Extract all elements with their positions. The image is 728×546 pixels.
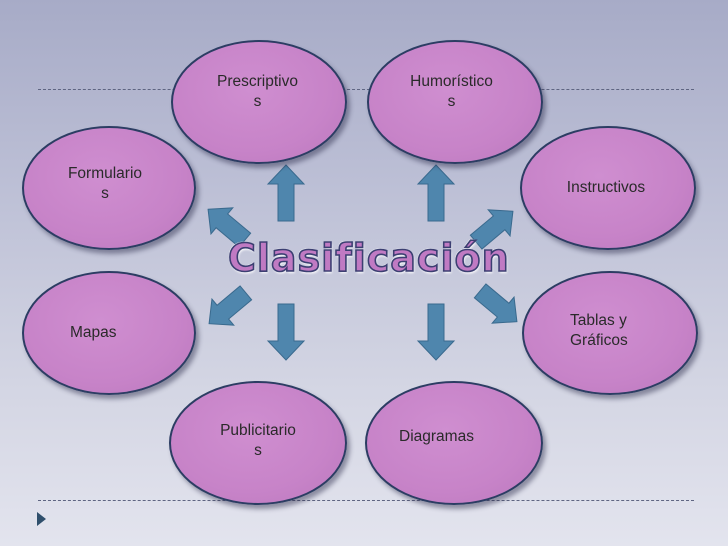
node-prescriptivos-line-2: s [253, 93, 262, 110]
node-formularios-line-2: s [101, 185, 109, 202]
node-publicitarios-line-1: Publicitario [220, 422, 296, 439]
node-humoristicos-line-2: s [447, 93, 456, 110]
arrow-to-instructivos [469, 209, 514, 250]
diagram-title: Clasificación [227, 235, 510, 281]
node-tablas-line-2: Gráficos [570, 332, 628, 349]
node-tablas-graficos: Tablas y Gráficos [522, 271, 698, 395]
arrow-to-formularios [207, 207, 252, 248]
arrow-down-right [416, 303, 456, 361]
arrow-down-left [266, 303, 306, 361]
node-diagramas-line-1: Diagramas [399, 428, 474, 445]
node-tablas-line-1: Tablas y [570, 312, 627, 329]
node-prescriptivos-line-1: Prescriptivo [217, 73, 298, 90]
arrow-to-tablas [473, 283, 518, 324]
node-instructivos-line-1: Instructivos [566, 179, 646, 196]
node-publicitarios-line-2: s [254, 442, 262, 459]
arrow-up-right [416, 164, 456, 222]
node-mapas-line-1: Mapas [70, 324, 117, 341]
top-divider-line [38, 89, 694, 90]
node-mapas: Mapas [22, 271, 196, 395]
node-formularios: Formulario s [22, 126, 196, 250]
arrow-up-left [266, 164, 306, 222]
node-prescriptivos: Prescriptivo s [171, 40, 347, 164]
node-diagramas: Diagramas [365, 381, 543, 505]
node-humoristicos: Humorístico s [367, 40, 543, 164]
play-triangle-icon[interactable] [37, 512, 46, 526]
node-publicitarios: Publicitario s [169, 381, 347, 505]
node-instructivos: Instructivos [520, 126, 696, 250]
bottom-divider-line [38, 500, 694, 501]
node-humoristicos-line-1: Humorístico [410, 73, 493, 90]
arrow-to-mapas [208, 285, 253, 326]
node-formularios-line-1: Formulario [67, 165, 143, 182]
